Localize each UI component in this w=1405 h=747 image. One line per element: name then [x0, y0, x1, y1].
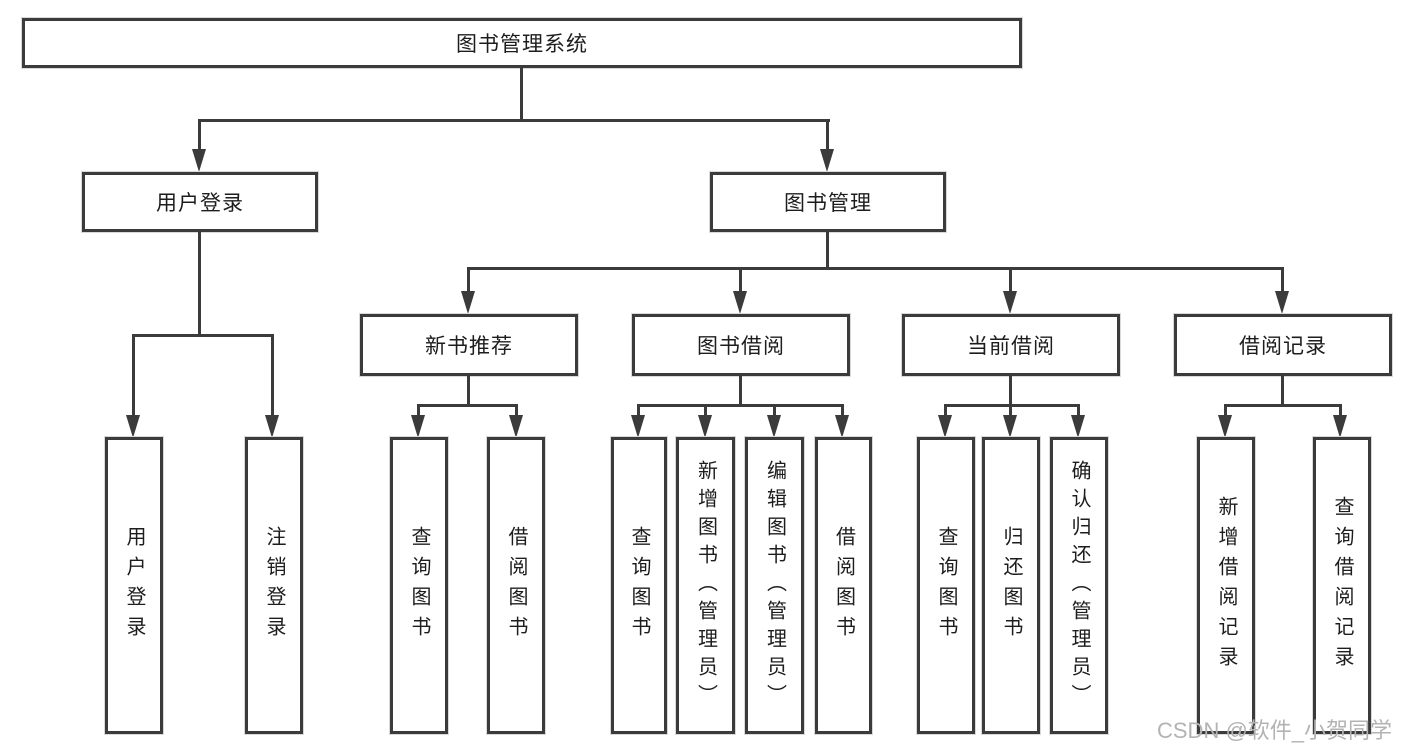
- csdn-watermark: CSDN @软件_小贺同学: [1157, 718, 1393, 743]
- leaf-return-book-label: 归还图书: [1000, 525, 1022, 646]
- node-user-login: 用户登录: [82, 172, 318, 232]
- arrow-down-icon: [192, 149, 206, 172]
- connector-drop: [467, 267, 470, 293]
- leaf-return-book: 归还图书: [982, 437, 1040, 734]
- node-new-book-recommend: 新书推荐: [360, 314, 578, 376]
- connector-root-rail: [199, 119, 830, 122]
- leaf-borrow-book-2: 借阅图书: [815, 437, 872, 734]
- connector-drop: [515, 404, 518, 417]
- leaf-user-login: 用户登录: [105, 437, 163, 734]
- node-borrow-record: 借阅记录: [1174, 314, 1392, 376]
- leaf-logout-label: 注销登录: [263, 525, 285, 646]
- connector-drop: [773, 404, 776, 417]
- connector-user-login-drop: [198, 119, 201, 152]
- connector-drop: [1077, 404, 1080, 417]
- arrow-down-icon: [1003, 415, 1017, 438]
- connector-drop: [132, 334, 135, 416]
- connector-book-mgmt-rail: [468, 267, 1284, 270]
- node-book-mgmt: 图书管理: [710, 172, 946, 232]
- arrow-down-icon: [820, 149, 834, 172]
- arrow-down-icon: [1218, 415, 1232, 438]
- arrow-down-icon: [698, 415, 712, 438]
- node-new-book-recommend-label: 新书推荐: [425, 335, 513, 358]
- leaf-edit-book-admin-label: 编辑图书（管理员）: [763, 459, 786, 712]
- leaf-query-borrow-record-label: 查询借阅记录: [1331, 495, 1353, 676]
- leaf-add-book-admin: 新增图书（管理员）: [676, 437, 735, 734]
- node-borrow-record-label: 借阅记录: [1239, 335, 1327, 358]
- leaf-logout: 注销登录: [245, 437, 303, 734]
- arrow-down-icon: [767, 415, 781, 438]
- connector-book-mgmt-drop: [826, 119, 829, 152]
- connector-drop: [1009, 404, 1012, 417]
- node-root-label: 图书管理系统: [456, 33, 588, 56]
- arrow-down-icon: [461, 291, 475, 314]
- connector-drop: [739, 267, 742, 293]
- leaf-add-book-admin-label: 新增图书（管理员）: [694, 459, 717, 712]
- leaf-user-login-label: 用户登录: [123, 525, 145, 646]
- connector-root-stem: [520, 68, 523, 121]
- connector-drop: [271, 334, 274, 416]
- arrow-down-icon: [631, 415, 645, 438]
- arrow-down-icon: [1003, 291, 1017, 314]
- node-book-borrow: 图书借阅: [632, 314, 850, 376]
- connector-section-stem: [1281, 376, 1284, 407]
- connector-section-rail: [637, 404, 844, 407]
- node-current-borrow: 当前借阅: [902, 314, 1120, 376]
- arrow-down-icon: [411, 415, 425, 438]
- connector-user-login-rail: [132, 334, 274, 337]
- leaf-query-book-1-label: 查询图书: [408, 525, 430, 646]
- leaf-borrow-book-1-label: 借阅图书: [505, 525, 527, 646]
- node-current-borrow-label: 当前借阅: [967, 335, 1055, 358]
- leaf-query-book-1: 查询图书: [390, 437, 448, 734]
- leaf-confirm-return-admin: 确认归还（管理员）: [1050, 437, 1108, 734]
- arrow-down-icon: [938, 415, 952, 438]
- connector-section-rail: [944, 404, 1080, 407]
- arrow-down-icon: [733, 291, 747, 314]
- node-user-login-label: 用户登录: [156, 192, 244, 215]
- connector-section-stem: [1009, 376, 1012, 407]
- node-root: 图书管理系统: [22, 18, 1022, 68]
- leaf-query-book-3-label: 查询图书: [935, 525, 957, 646]
- connector-drop: [1281, 267, 1284, 293]
- arrow-down-icon: [835, 415, 849, 438]
- leaf-borrow-book-1: 借阅图书: [487, 437, 545, 734]
- leaf-query-borrow-record: 查询借阅记录: [1313, 437, 1371, 734]
- connector-drop: [841, 404, 844, 417]
- leaf-query-book-2: 查询图书: [611, 437, 667, 734]
- connector-section-rail: [417, 404, 518, 407]
- connector-drop: [1339, 404, 1342, 417]
- arrow-down-icon: [1071, 415, 1085, 438]
- connector-section-stem: [739, 376, 742, 407]
- arrow-down-icon: [1333, 415, 1347, 438]
- arrow-down-icon: [1275, 291, 1289, 314]
- connector-drop: [704, 404, 707, 417]
- connector-drop: [1224, 404, 1227, 417]
- leaf-add-borrow-record: 新增借阅记录: [1197, 437, 1255, 734]
- arrow-down-icon: [265, 415, 279, 438]
- arrow-down-icon: [126, 415, 140, 438]
- connector-drop: [417, 404, 420, 417]
- node-book-mgmt-label: 图书管理: [784, 192, 872, 215]
- node-book-borrow-label: 图书借阅: [697, 335, 785, 358]
- arrow-down-icon: [509, 415, 523, 438]
- leaf-confirm-return-admin-label: 确认归还（管理员）: [1068, 459, 1090, 712]
- connector-drop: [1009, 267, 1012, 293]
- connector-drop: [637, 404, 640, 417]
- leaf-borrow-book-2-label: 借阅图书: [832, 525, 855, 646]
- connector-book-mgmt-stem: [826, 232, 829, 269]
- connector-section-rail: [1224, 404, 1342, 407]
- connector-drop: [944, 404, 947, 417]
- leaf-query-book-3: 查询图书: [917, 437, 975, 734]
- connector-user-login-stem: [198, 232, 201, 337]
- leaf-edit-book-admin: 编辑图书（管理员）: [745, 437, 804, 734]
- leaf-add-borrow-record-label: 新增借阅记录: [1215, 495, 1237, 676]
- connector-section-stem: [467, 376, 470, 407]
- leaf-query-book-2-label: 查询图书: [628, 525, 650, 646]
